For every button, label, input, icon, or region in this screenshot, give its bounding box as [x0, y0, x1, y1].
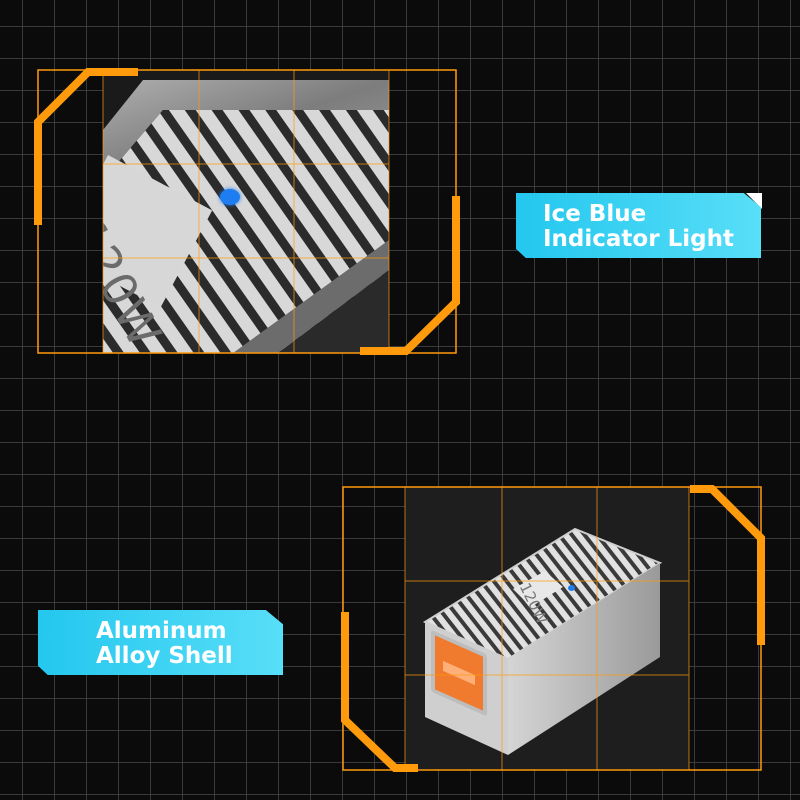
product-photo: 120W: [405, 487, 689, 769]
callout-indicator-light: Ice Blue Indicator Light: [516, 193, 761, 258]
callout-alloy-shell-line2: Alloy Shell: [96, 643, 233, 669]
indicator-light-icon: [220, 189, 240, 205]
callout-indicator-light-line1: Ice Blue: [543, 201, 647, 227]
product-indicator-light: [568, 585, 575, 591]
callout-alloy-shell: Aluminum Alloy Shell: [38, 610, 283, 675]
adapter-illustration: [422, 527, 663, 755]
closeup-photo: 120W: [103, 70, 389, 353]
callout-alloy-shell-line1: Aluminum: [96, 618, 227, 644]
callout-indicator-light-line2: Indicator Light: [543, 226, 734, 252]
product-bracket-top-right: [690, 485, 765, 645]
